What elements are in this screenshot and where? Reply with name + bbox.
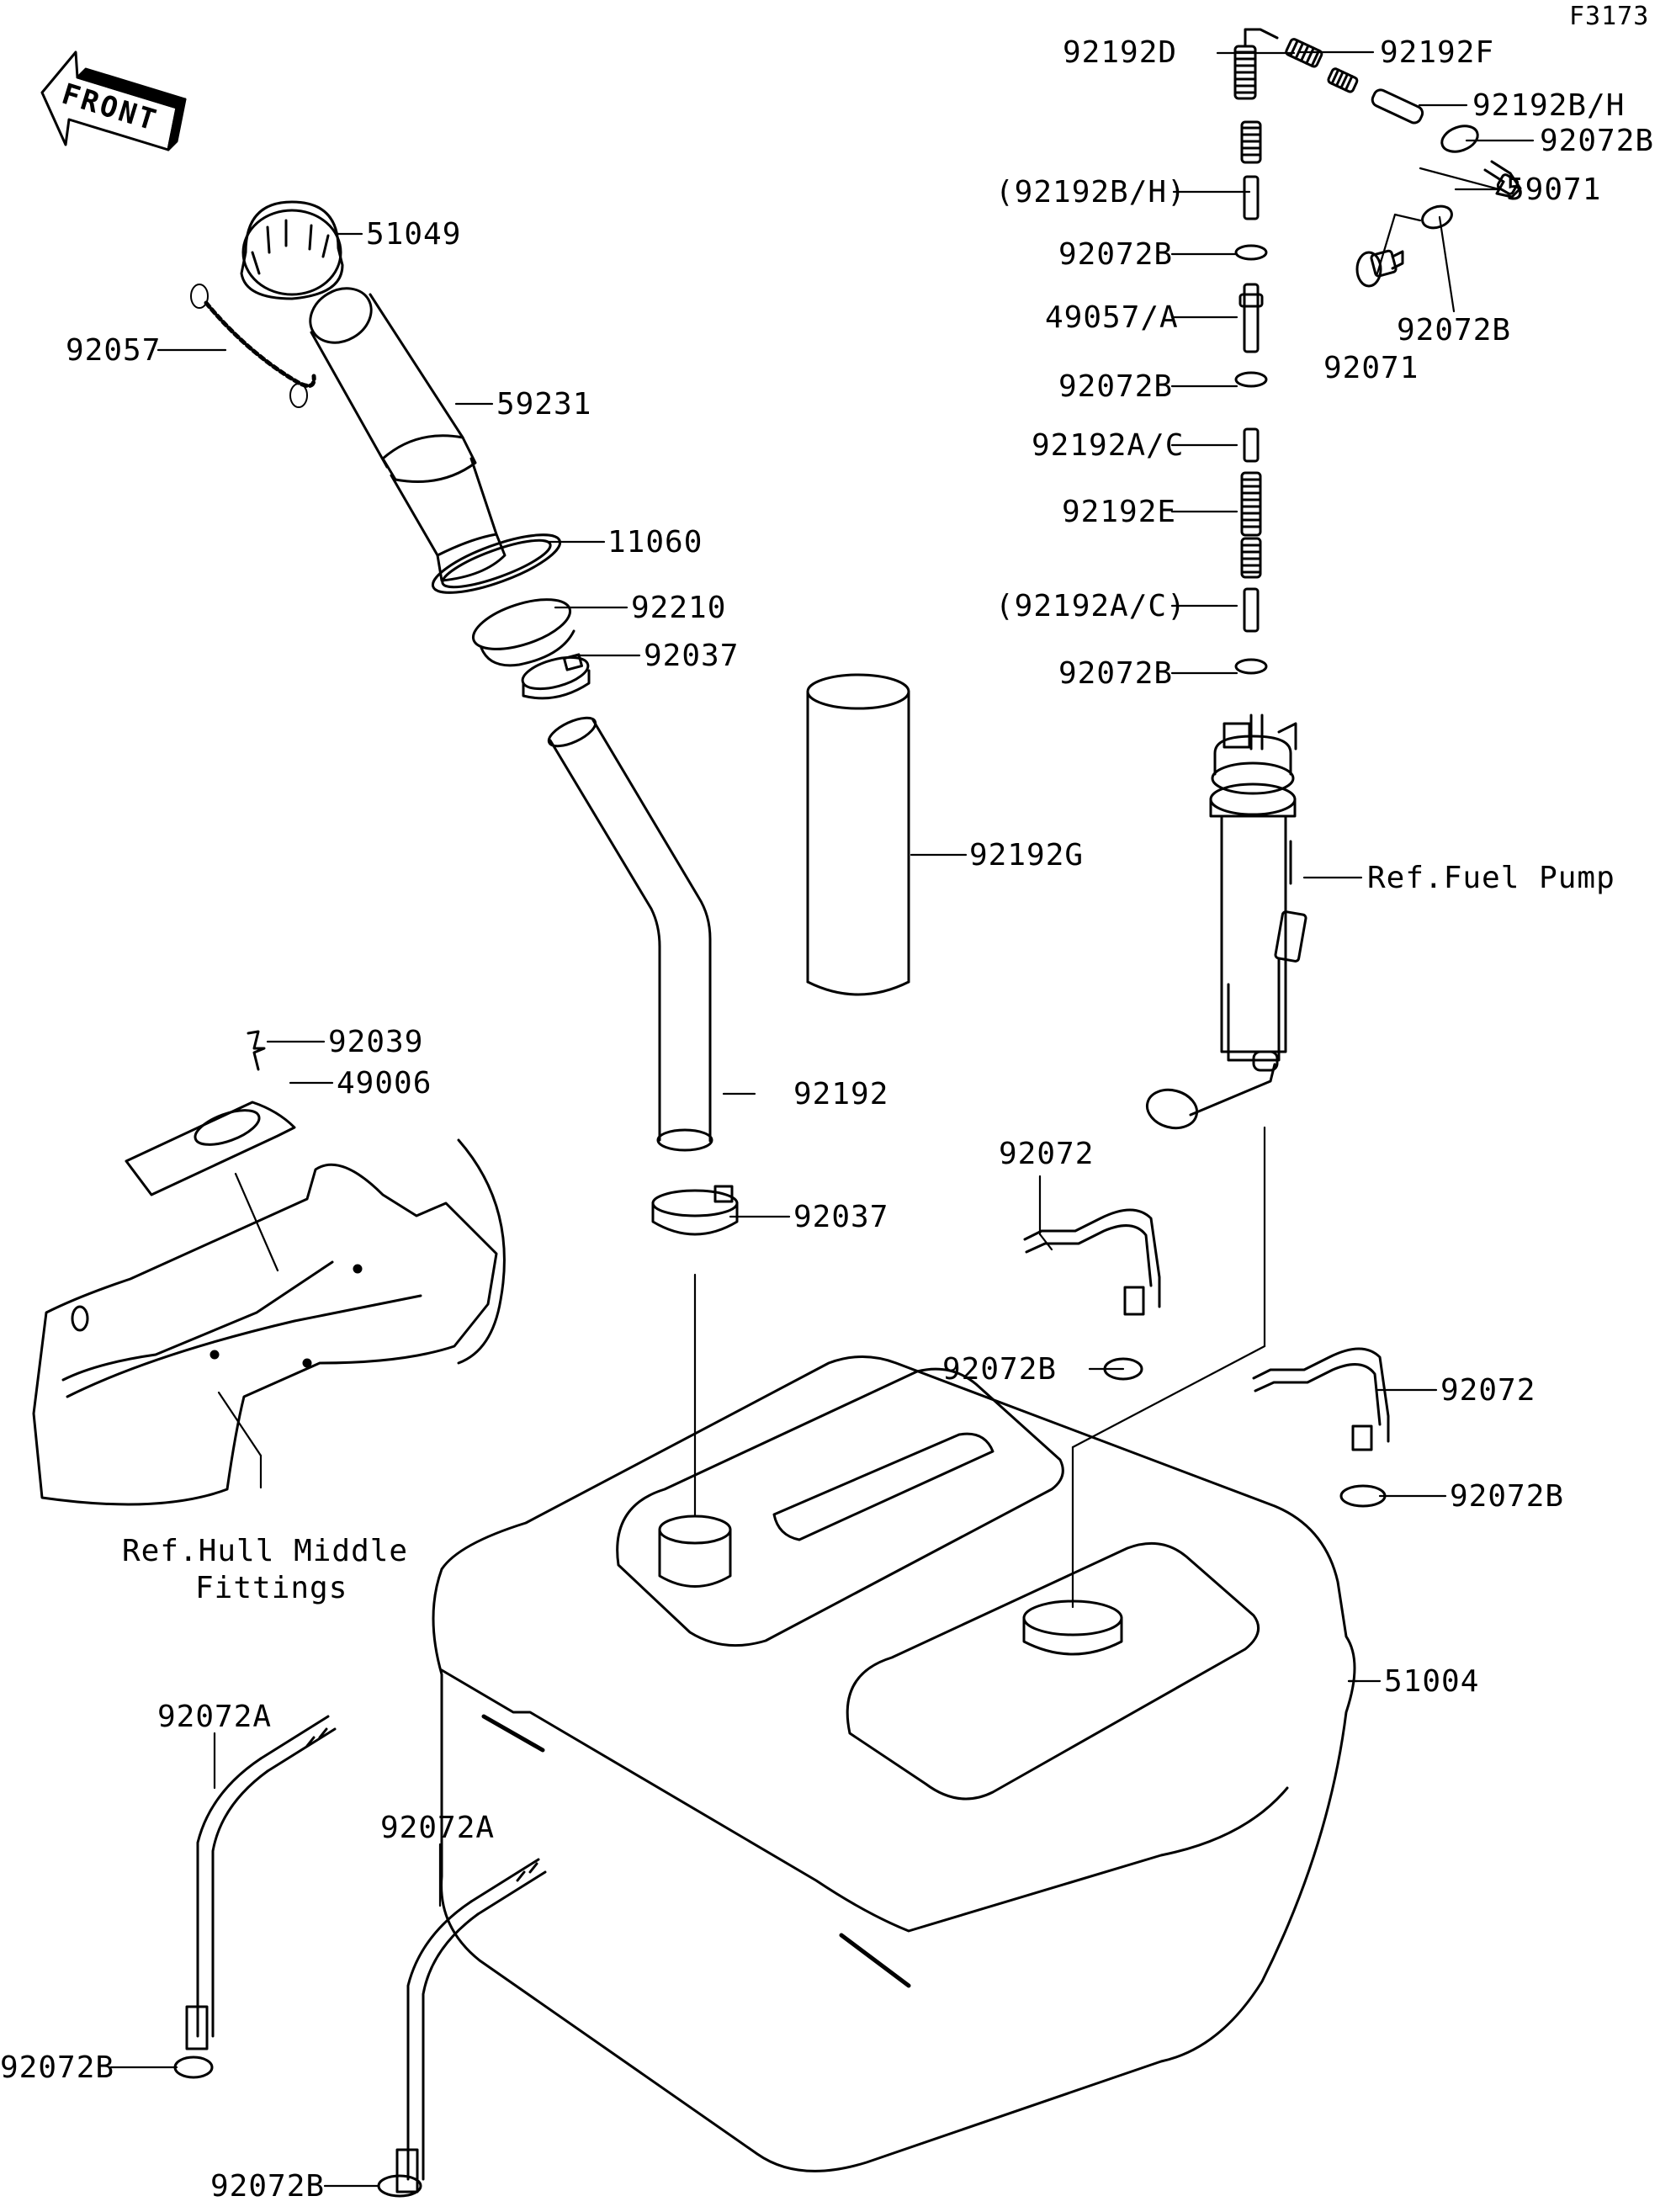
- strap-92072-top-icon: [1023, 1208, 1161, 1316]
- label-92037-low: 92037: [793, 1200, 889, 1234]
- clamp-mid-icon: [1103, 1357, 1143, 1381]
- label-92192AC: 92192A/C: [1032, 428, 1185, 463]
- strap-92072A-right-icon: [395, 1858, 547, 2193]
- label-92072A-right: 92072A: [380, 1811, 496, 1845]
- label-ref-hull-2: Fittings: [195, 1571, 348, 1605]
- figure-id: F3173: [1569, 2, 1650, 31]
- label-92072B-c: 92072B: [1058, 656, 1174, 691]
- clamp-92072B-icon: [1440, 125, 1479, 153]
- label-92037-top: 92037: [644, 639, 740, 673]
- label-92192D: 92192D: [1063, 35, 1178, 70]
- label-51004: 51004: [1384, 1664, 1480, 1699]
- label-92057: 92057: [66, 333, 162, 368]
- filler-assembly: [190, 200, 910, 1236]
- spring-92192F-icon: [1285, 38, 1323, 68]
- label-92192F: 92192F: [1380, 35, 1495, 70]
- filler-cap-51049-icon: [240, 200, 344, 300]
- filler-neck-59231-icon: [309, 287, 507, 582]
- spring-92192D-icon: [1233, 28, 1279, 100]
- label-92072B-mid: 92072B: [942, 1352, 1058, 1387]
- nut-92210-icon: [471, 598, 575, 667]
- clamp-bottom-icon: [377, 2174, 422, 2198]
- gasket-11060-icon: [431, 533, 562, 594]
- fuel-pump-icon: [1145, 713, 1307, 1130]
- label-92072B-bottom: 92072B: [210, 2169, 326, 2204]
- label-92072B-top: 92072B: [1540, 124, 1655, 158]
- label-92072B-r: 92072B: [1397, 313, 1512, 347]
- label-92192BH-ref: (92192B/H): [995, 175, 1186, 210]
- label-92072B-b: 92072B: [1058, 369, 1174, 404]
- label-92072B-a: 92072B: [1058, 237, 1174, 272]
- clamp-right-low-icon: [1339, 1484, 1387, 1508]
- label-11060: 11060: [607, 525, 703, 560]
- label-92072-top: 92072: [999, 1137, 1095, 1171]
- tube-92192BH-icon: [1371, 88, 1424, 125]
- label-92071: 92071: [1323, 351, 1419, 385]
- label-59071: 59071: [1506, 172, 1602, 207]
- label-ref-hull-1: Ref.Hull Middle: [122, 1534, 409, 1568]
- clamp-bottom-left-icon: [173, 2056, 214, 2079]
- label-92192E: 92192E: [1062, 495, 1177, 529]
- front-arrow-icon: [40, 50, 187, 151]
- fuel-hose-92192-icon: [547, 716, 713, 1152]
- leader-lines: [109, 50, 1535, 2188]
- label-ref-fuel-pump: Ref.Fuel Pump: [1367, 861, 1615, 895]
- strap-92072-right-icon: [1252, 1347, 1390, 1451]
- label-51049: 51049: [366, 217, 462, 252]
- label-92072-right: 92072: [1440, 1373, 1536, 1408]
- label-92210: 92210: [631, 591, 727, 625]
- label-49057A: 49057/A: [1045, 300, 1179, 335]
- spring-small-icon: [1327, 67, 1359, 93]
- spring-column-icon: [1234, 120, 1268, 675]
- chain-92057-icon: [190, 284, 316, 408]
- label-49006: 49006: [337, 1066, 432, 1101]
- clamp-92037-top-icon: [521, 653, 591, 700]
- elbow-59071-icon: [1483, 160, 1522, 199]
- label-92072B-right: 92072B: [1450, 1479, 1565, 1514]
- fuel-tank-51004-icon: [432, 1355, 1356, 2172]
- clamp-92037-low-icon: [651, 1185, 739, 1236]
- hull-fittings-icon: [32, 1030, 506, 1506]
- label-92072B-bottom-left: 92072B: [0, 2050, 115, 2085]
- label-59231: 59231: [496, 387, 592, 422]
- clamp-right-icon: [1421, 204, 1453, 230]
- label-92039: 92039: [328, 1025, 424, 1059]
- breather-hose-assembly: [1233, 28, 1522, 675]
- bolt-92071-icon: [1355, 249, 1404, 288]
- label-92192AC-ref: (92192A/C): [995, 589, 1186, 623]
- strap-92072A-left-icon: [185, 1715, 337, 2050]
- label-92192G: 92192G: [969, 838, 1085, 873]
- label-92192: 92192: [793, 1077, 889, 1111]
- label-92072A-left: 92072A: [157, 1700, 273, 1734]
- label-92192BH: 92192B/H: [1472, 88, 1626, 123]
- hose-92192G-icon: [806, 673, 910, 996]
